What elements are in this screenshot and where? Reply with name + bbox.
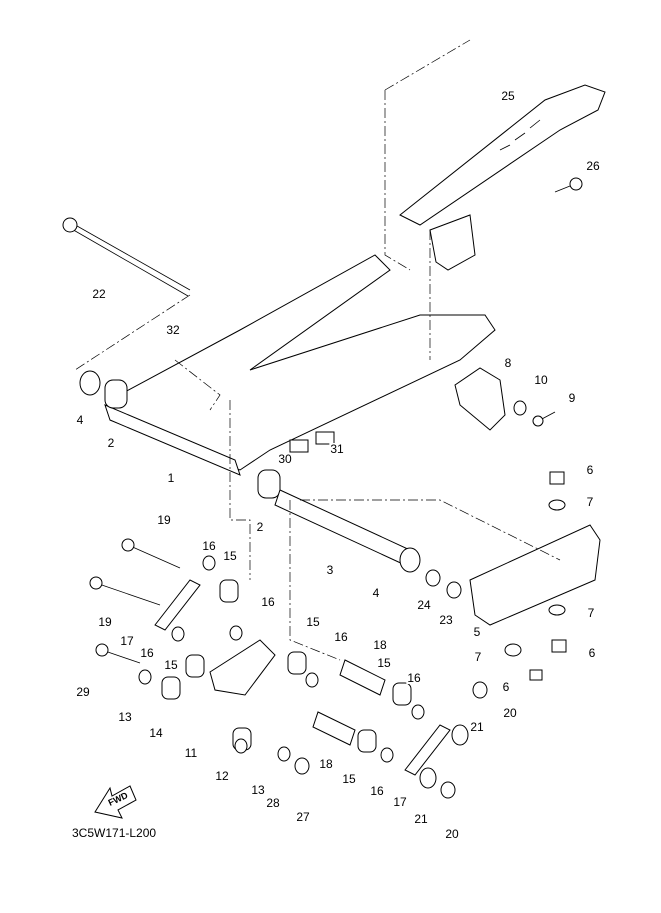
bushing-2b (257, 469, 281, 499)
callout-number: 4 (75, 413, 85, 427)
chain-guard (399, 84, 606, 271)
callout-number: 16 (201, 539, 217, 553)
callout-number: 6 (585, 463, 595, 477)
pivot-shaft-22 (62, 217, 191, 297)
callout-number: 17 (119, 634, 135, 648)
washer-10 (513, 400, 527, 416)
callout-number: 24 (416, 598, 432, 612)
callout-number: 19 (97, 615, 113, 629)
callout-number: 11 (183, 746, 199, 760)
callout-number: 32 (165, 323, 181, 337)
callout-number: 6 (587, 646, 597, 660)
callout-number: 12 (214, 769, 230, 783)
callout-number: 29 (75, 685, 91, 699)
callout-number: 2 (255, 520, 265, 534)
bushing-2 (104, 379, 128, 409)
collar-4 (79, 370, 101, 396)
link-plate-17 (154, 579, 451, 776)
callout-number: 10 (533, 373, 549, 387)
callout-number: 21 (413, 812, 429, 826)
callout-number: 13 (250, 783, 266, 797)
callout-number: 23 (438, 613, 454, 627)
callout-number: 19 (156, 513, 172, 527)
callout-number: 6 (501, 680, 511, 694)
callout-number: 7 (586, 606, 596, 620)
figure-code: 3C5W171-L200 (72, 826, 157, 840)
callout-number: 5 (472, 625, 482, 639)
callout-number: 20 (444, 827, 460, 841)
callout-number: 22 (91, 287, 107, 301)
callout-number: 9 (567, 391, 577, 405)
callout-number: 4 (371, 586, 381, 600)
bolt-6 (529, 471, 567, 681)
washers-21 (419, 724, 469, 789)
callout-number: 13 (117, 710, 133, 724)
callout-number: 16 (333, 630, 349, 644)
callout-number: 3 (325, 563, 335, 577)
callout-number: 7 (473, 650, 483, 664)
nuts-20 (277, 681, 488, 799)
callout-number: 16 (260, 595, 276, 609)
callout-number: 15 (341, 772, 357, 786)
bolt-9 (532, 411, 556, 427)
relay-arm-11 (209, 639, 276, 696)
callout-number: 2 (106, 436, 116, 450)
chain-slider-5 (469, 524, 601, 626)
washer-7 (504, 499, 566, 657)
swingarm (104, 254, 496, 476)
callout-number: 16 (369, 784, 385, 798)
washer-24 (425, 569, 441, 587)
guard-8 (454, 367, 506, 431)
callout-number: 15 (222, 549, 238, 563)
callout-number: 8 (503, 356, 513, 370)
callout-number: 27 (295, 810, 311, 824)
callout-number: 18 (372, 638, 388, 652)
collar-4b (399, 547, 421, 573)
callout-number: 25 (500, 89, 516, 103)
callout-number: 15 (305, 615, 321, 629)
callout-number: 31 (329, 442, 345, 456)
collars-15 (161, 579, 412, 753)
callout-number: 7 (585, 495, 595, 509)
callout-number: 15 (163, 658, 179, 672)
callout-number: 28 (265, 796, 281, 810)
callout-number: 21 (469, 720, 485, 734)
callout-number: 16 (139, 646, 155, 660)
callout-number: 18 (318, 757, 334, 771)
callout-number: 15 (376, 656, 392, 670)
callout-number: 26 (585, 159, 601, 173)
nut-23 (446, 581, 462, 599)
callout-number: 14 (148, 726, 164, 740)
callout-number: 20 (502, 706, 518, 720)
callout-number: 17 (392, 795, 408, 809)
fwd-arrow-icon (94, 785, 137, 819)
callout-number: 1 (166, 471, 176, 485)
shaft-3 (274, 489, 411, 566)
washers-16 (138, 555, 425, 763)
spacers-18 (312, 659, 386, 746)
bolt-19 (89, 538, 181, 664)
callout-number: 30 (277, 452, 293, 466)
bolt-26 (554, 177, 583, 193)
callout-number: 16 (406, 671, 422, 685)
